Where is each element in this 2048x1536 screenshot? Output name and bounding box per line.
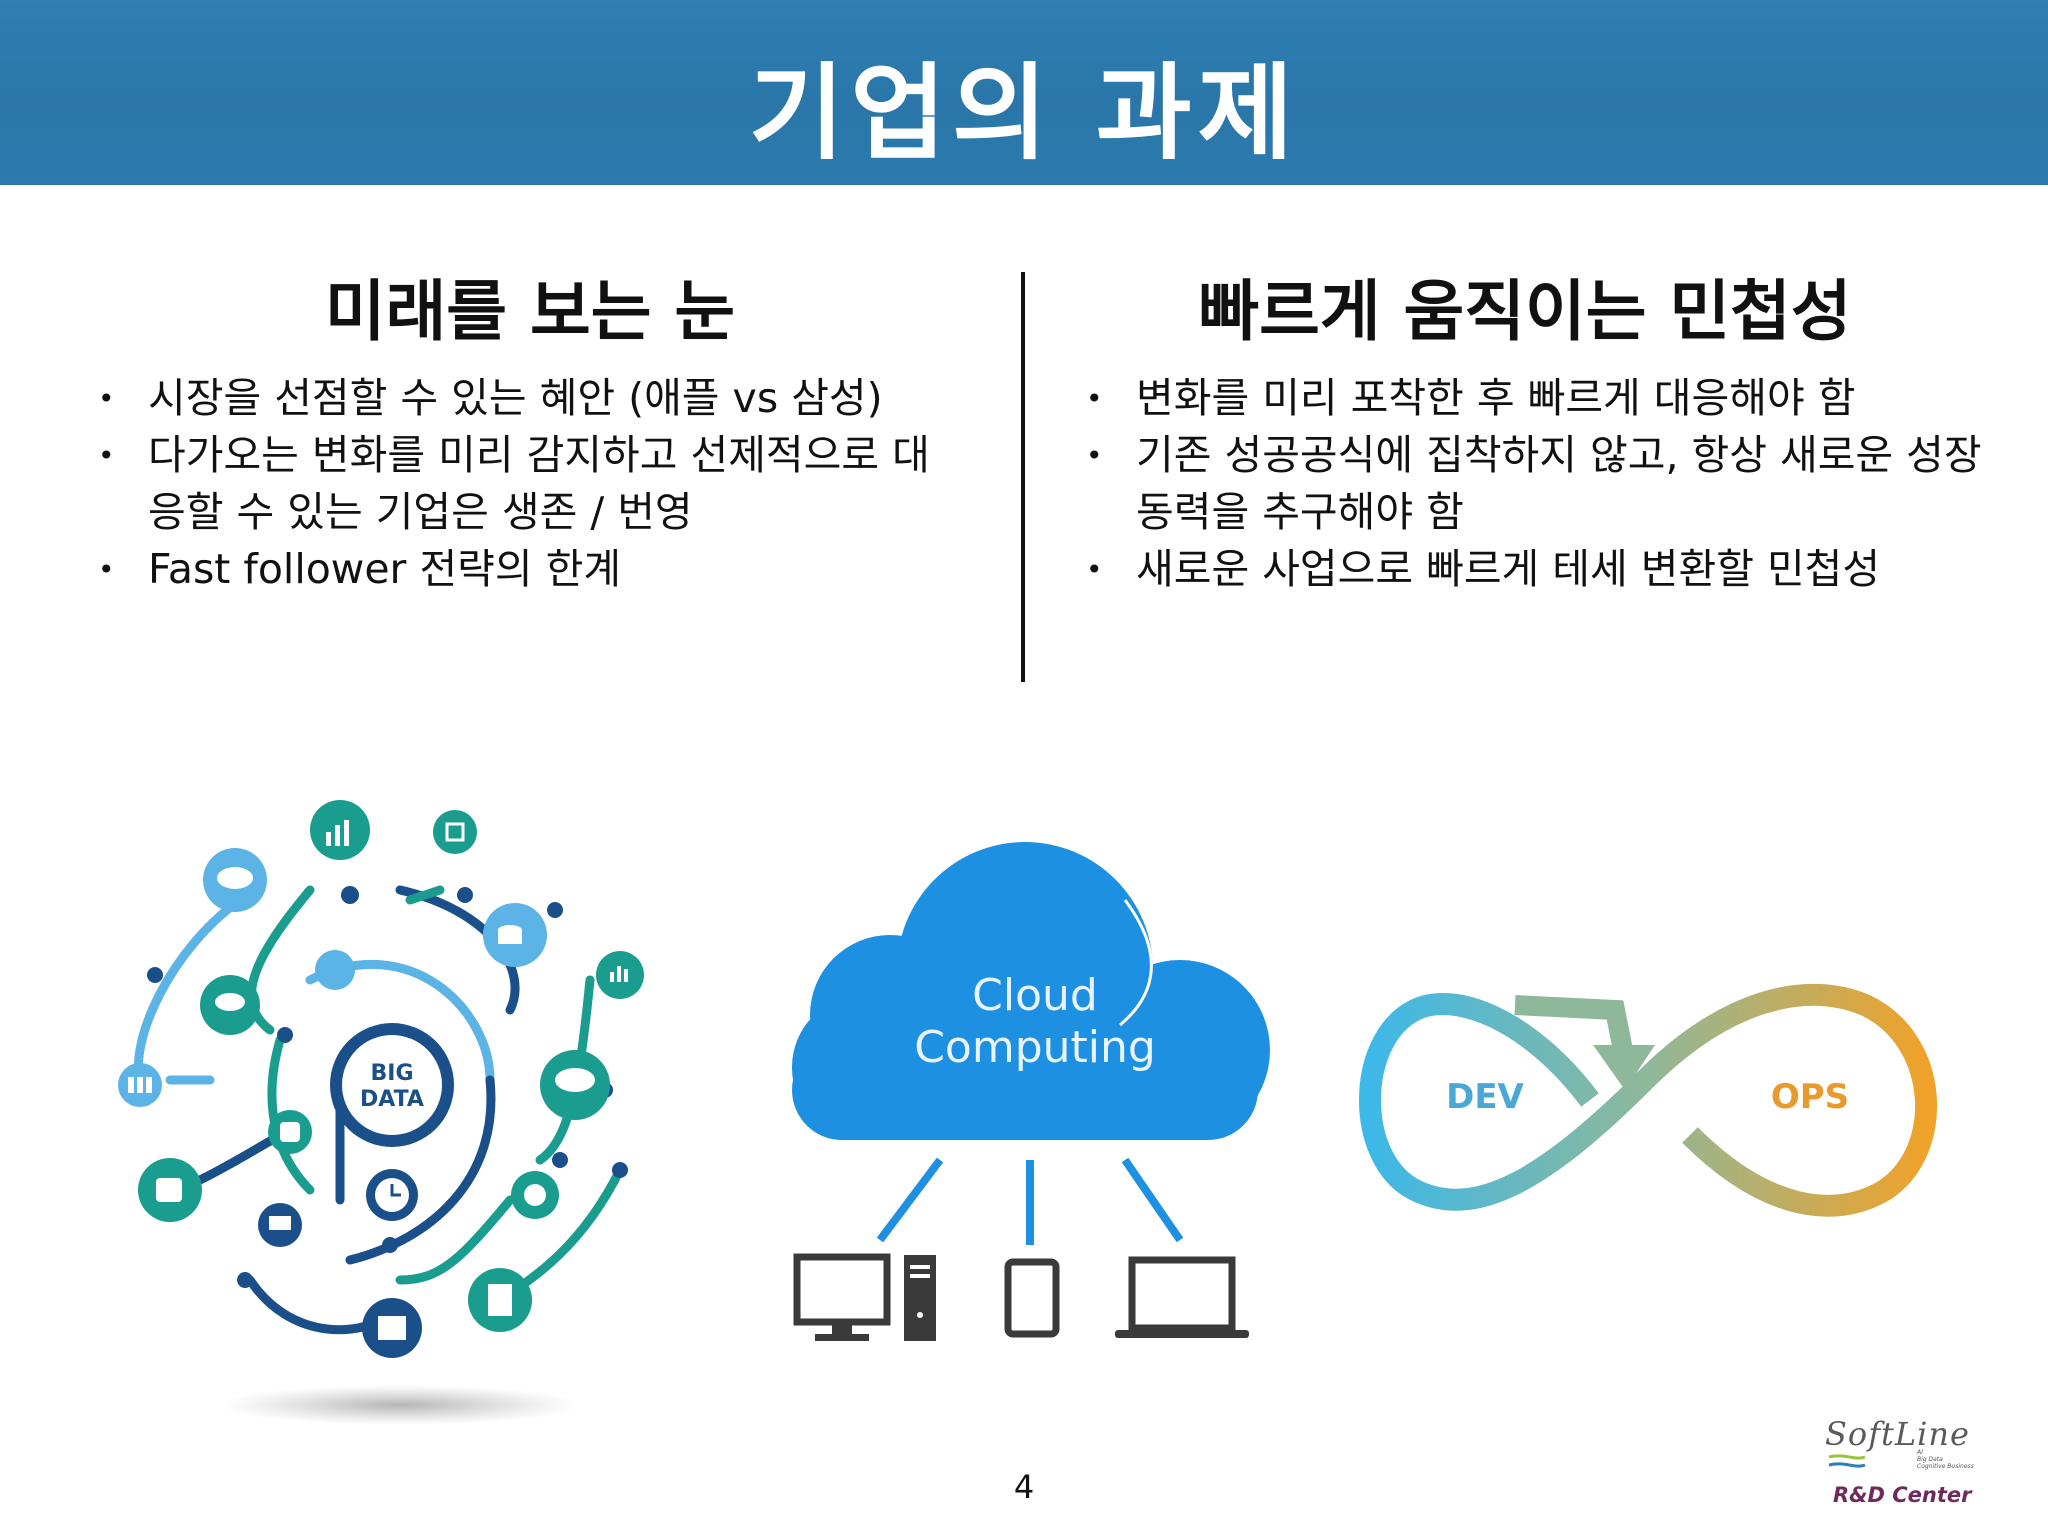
- connector-arc: [134, 895, 245, 1085]
- left-column-title: 미래를 보는 눈: [324, 273, 736, 350]
- softline-logo: SoftLine AI Big Data Cognitive Business …: [1825, 1415, 2000, 1515]
- cloud-db-node-icon: [200, 975, 260, 1035]
- bullet-item: Fast follower 전략의 한계: [98, 541, 961, 598]
- analytics-node-icon: [315, 950, 355, 990]
- desktop-icon: [793, 1253, 936, 1341]
- right-bullet-list: 변화를 미리 포착한 후 빠르게 대응해야 함 기존 성공공식에 집착하지 않고…: [1086, 370, 1989, 598]
- laptop-icon: [1115, 1256, 1249, 1338]
- connector-arc: [395, 1195, 515, 1285]
- cloud-shape: [792, 842, 1270, 1140]
- logo-sub-line: AI: [1917, 1449, 1923, 1456]
- clock-node-icon: [366, 1169, 418, 1221]
- cloud-highlight: [1119, 899, 1153, 1027]
- joint-dot: [277, 1027, 293, 1043]
- logo-sub-line: Cognitive Business: [1917, 1463, 1974, 1470]
- cloud-label-1: Cloud: [972, 970, 1098, 1021]
- bullet-item: 새로운 사업으로 빠르게 테세 변환할 민첩성: [1086, 541, 1989, 598]
- bullet-item: 변화를 미리 포착한 후 빠르게 대응해야 함: [1086, 370, 1989, 427]
- secure-db-node-icon: [138, 1158, 202, 1222]
- logo-swoosh-icon: [1828, 1454, 1866, 1468]
- cloud-computing-illustration: Cloud Computing: [792, 842, 1270, 1341]
- slide-title: 기업의 과제: [748, 52, 1300, 174]
- chart-node-icon: [310, 800, 370, 860]
- big-data-label-2: DATA: [360, 1087, 424, 1112]
- connector-arc: [247, 885, 315, 1035]
- page-number: 4: [1013, 1468, 1035, 1506]
- connector-arc: [405, 885, 445, 905]
- big-data-illustration: BIG DATA: [118, 800, 644, 1425]
- joint-dot: [552, 1152, 568, 1168]
- server-rack-node-icon: [362, 1298, 422, 1358]
- joint-dot: [612, 1162, 628, 1178]
- left-bullet-list: 시장을 선점할 수 있는 혜안 (애플 vs 삼성) 다가오는 변화를 미리 감…: [98, 370, 961, 598]
- joint-dot: [382, 1237, 398, 1253]
- right-column-title: 빠르게 움직이는 민첩성: [1198, 273, 1852, 350]
- connection-line: [876, 1157, 944, 1243]
- document-node-icon: [468, 1268, 532, 1332]
- joint-dot: [147, 967, 163, 983]
- database-search-icon: [483, 903, 547, 967]
- bullet-item: 기존 성공공식에 집착하지 않고, 항상 새로운 성장동력을 추구해야 함: [1086, 427, 1989, 541]
- cloud-node-icon: [203, 848, 267, 912]
- logo-brand: SoftLine: [1825, 1415, 1970, 1453]
- connector-arc: [345, 1075, 496, 1265]
- infinity-loop: [1359, 984, 1937, 1217]
- joint-dot: [237, 1272, 253, 1288]
- network-node-icon: [433, 810, 477, 854]
- bar-chart-node-icon: [596, 951, 644, 999]
- cloud-upload-node-icon: [540, 1050, 610, 1120]
- title-banner: 기업의 과제: [0, 0, 2048, 185]
- devops-infinity-illustration: DEV OPS: [1359, 984, 1937, 1217]
- shadow: [220, 1385, 580, 1425]
- bullet-item: 시장을 선점할 수 있는 혜안 (애플 vs 삼성): [98, 370, 961, 427]
- laptop-node-icon: [258, 1203, 302, 1247]
- big-data-label-1: BIG: [370, 1061, 413, 1086]
- dev-label: DEV: [1446, 1077, 1524, 1117]
- cloud-label-2: Computing: [914, 1022, 1156, 1073]
- bullet-item: 다가오는 변화를 미리 감지하고 선제적으로 대응할 수 있는 기업은 생존 /…: [98, 427, 961, 541]
- column-divider: [1021, 272, 1025, 682]
- joint-dot: [457, 887, 473, 903]
- big-data-hub: BIG DATA: [330, 1023, 454, 1147]
- joint-dot: [341, 886, 359, 904]
- logo-rd-center: R&D Center: [1833, 1483, 1972, 1507]
- arrow-head-icon: [1593, 1045, 1655, 1090]
- tablet-icon: [1004, 1258, 1060, 1338]
- servers-node-icon: [118, 1063, 162, 1107]
- connection-line: [1121, 1157, 1184, 1243]
- database-node-icon: [268, 1110, 312, 1154]
- joint-dot: [547, 902, 563, 918]
- analytics-gauge-icon: [511, 1171, 559, 1219]
- logo-subtitle: AI Big Data Cognitive Business: [1917, 1449, 1974, 1470]
- arrow-shaft: [1514, 995, 1635, 1062]
- ops-label: OPS: [1771, 1077, 1849, 1117]
- logo-sub-line: Big Data: [1917, 1456, 1943, 1463]
